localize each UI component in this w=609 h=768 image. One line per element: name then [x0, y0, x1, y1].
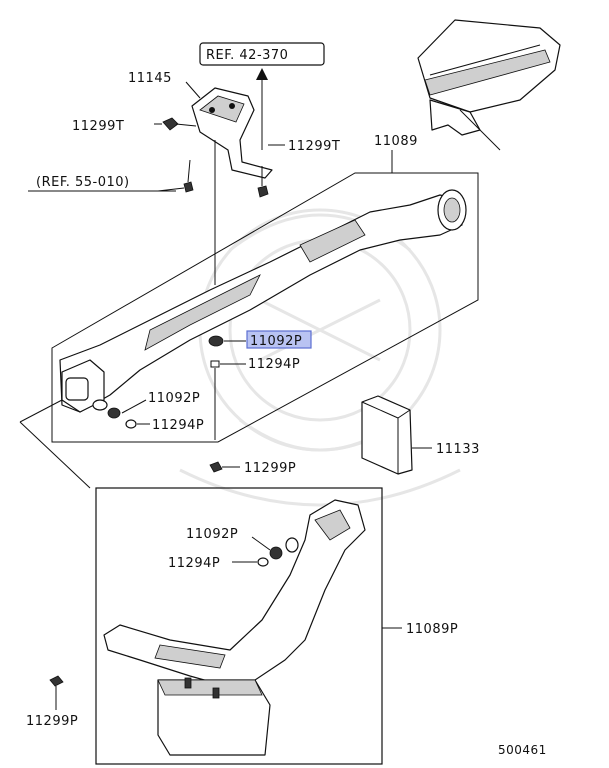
assembly-box-11089P: [95, 487, 402, 765]
assembly-box-11089: [51, 150, 479, 443]
bracket-11145: [191, 87, 273, 285]
highlight-11092P: [246, 330, 312, 349]
label-ref-55-010: (REF. 55-010): [36, 175, 130, 190]
ref-42-370-label: REF. 42-370: [206, 48, 288, 63]
bolt-11299T-right: [257, 166, 269, 198]
label-11299T-left: 11299T: [72, 119, 124, 134]
label-11294P-upper: 11294P: [248, 357, 300, 372]
label-11092P-highlight: 11092P: [250, 334, 302, 349]
bolt-ref-55-010: [183, 159, 194, 193]
label-11294P-left: 11294P: [152, 418, 204, 433]
label-11299P-center: 11299P: [244, 461, 296, 476]
diagram-number: 500461: [498, 743, 547, 757]
collar-11294P-lower: [232, 557, 269, 567]
ref-42-370-callout: REF. 42-370: [199, 42, 325, 150]
air-duct-upper: [19, 189, 467, 489]
bolt-11299P-bottom: [49, 675, 64, 710]
grommet-11092P-lower: [251, 536, 299, 560]
grommet-11092P-left: [92, 399, 147, 419]
bolt-11299P-center: [209, 461, 240, 473]
air-duct-lower: [103, 499, 366, 756]
collar-11294P-upper: [210, 360, 246, 440]
grommet-11092P-highlight: [208, 335, 246, 347]
label-11092P-lower: 11092P: [186, 527, 238, 542]
label-11092P-left: 11092P: [148, 391, 200, 406]
bolt-11299T-left: [162, 117, 197, 131]
label-11145: 11145: [128, 71, 172, 86]
label-11299P-bottom: 11299P: [26, 714, 78, 729]
label-11089: 11089: [374, 134, 418, 149]
label-11089P: 11089P: [406, 622, 458, 637]
air-cleaner: [417, 19, 561, 151]
label-11299T-right: 11299T: [288, 139, 340, 154]
pad-11133: [361, 395, 432, 475]
label-11294P-lower: 11294P: [168, 556, 220, 571]
collar-11294P-left: [125, 419, 150, 429]
label-11133: 11133: [436, 442, 480, 457]
